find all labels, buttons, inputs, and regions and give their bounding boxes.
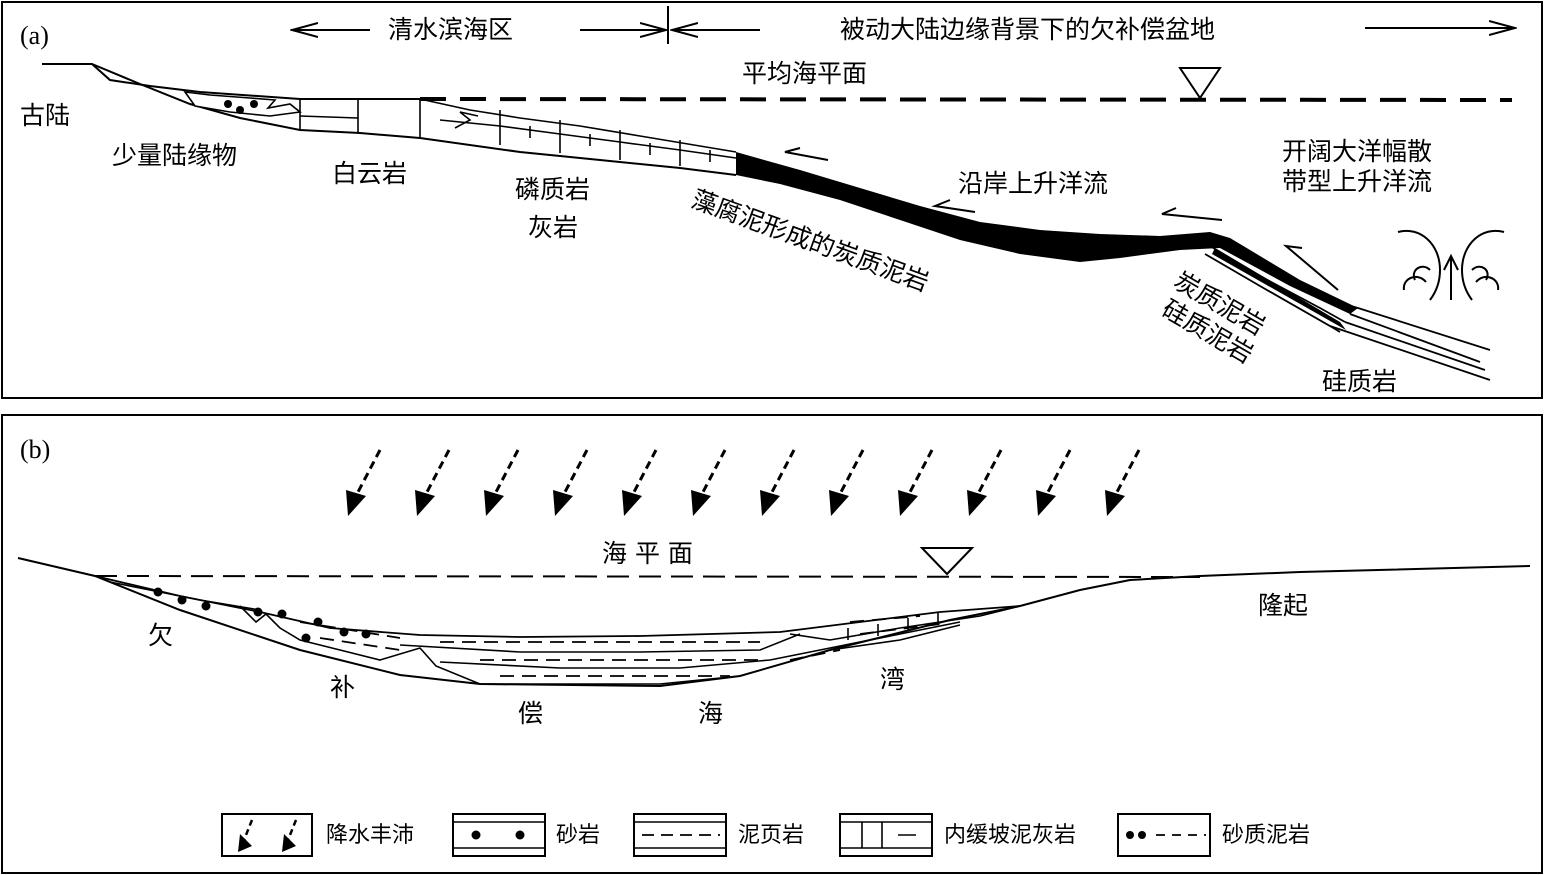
limestone-bench [419,98,737,166]
legend-label-sandstone: 砂岩 [556,823,600,848]
panel-a: (a) 清水滨海区 被动大陆边缘背景下的欠补偿盆地 平均海平面 [1,1,1543,399]
sea-level-triangle-icon [1178,67,1222,100]
legend-item-mud-shale: 泥页岩 [633,813,804,857]
rain-arrow-icon [760,490,780,516]
rain-arrow-icon [282,834,296,852]
half-arrow-icon [784,147,829,161]
rain-stroke [977,449,1003,493]
label-phosphorite: 磷质岩 [515,175,590,204]
panel-a-label: (a) [20,21,49,50]
panel-b: (b) 海 平 面 [1,414,1543,874]
basin-top-fill [94,575,1021,638]
rain-stroke [1046,449,1072,493]
label-coastal-upwelling: 沿岸上升洋流 [958,169,1108,198]
panel-b-frame [1,414,1543,874]
label-open-ocean-upwelling-2: 带型上升洋流 [1282,167,1432,196]
sea-level-line [94,575,1201,578]
rain-arrow-icon [622,490,642,516]
half-arrow-icon [931,199,976,213]
carbonaceous-mudstone-band [736,152,1358,314]
basin-char-1: 欠 [148,621,173,650]
rain-stroke [425,449,451,493]
rain-arrow-icon [1105,490,1125,516]
shelf-base-line [91,63,737,176]
rain-arrow-icon [691,490,711,516]
header-starved-basin: 被动大陆边缘背景下的欠补偿盆地 [840,15,1215,44]
sea-level-label: 海 平 面 [602,539,693,568]
rain-stroke [632,449,658,493]
rain-stroke [770,449,796,493]
basin-char-4: 海 [698,699,723,728]
header-arrows [292,6,1515,44]
basin-floor-line [17,557,1531,688]
precipitation-arrows [346,449,1141,516]
basin-char-2: 补 [330,673,355,702]
legend-label-mud-shale: 泥页岩 [738,823,804,848]
rain-arrow-icon [553,490,573,516]
shelf-surface-line [42,63,420,100]
label-dolomite: 白云岩 [332,159,407,188]
basin-layers [109,581,1021,685]
legend-item-sandy-mudstone: 砂质泥岩 [1117,813,1310,857]
label-siliceous-rock: 硅质岩 [1322,367,1397,396]
basin-char-5: 湾 [880,665,905,694]
rain-arrow-icon [898,490,918,516]
label-open-ocean-upwelling-1: 开阔大洋幅散 [1282,137,1432,166]
label-limestone: 灰岩 [528,213,578,242]
legend-item-precipitation: 降水丰沛 [221,813,414,857]
sandstone-swatch [452,813,546,857]
legend-item-inner-ramp: 内缓坡泥灰岩 [839,813,1076,857]
shale-dashes [299,615,941,677]
divergent-upwelling-icon [1397,229,1505,301]
rain-stroke [356,449,382,493]
ramp-ticks [847,612,939,640]
mean-sea-level-label: 平均海平面 [742,59,867,88]
rain-stroke [839,449,865,493]
panel-b-label: (b) [20,435,50,464]
rain-arrow-icon [967,490,987,516]
terrigenous-wedge [183,90,302,117]
mean-sea-level-line [419,97,1513,102]
legend-label-inner-ramp: 内缓坡泥灰岩 [944,823,1076,848]
inner-ramp-swatch [839,813,933,857]
rain-arrow-icon [484,490,504,516]
sea-level-triangle-icon [919,547,975,576]
sand-dot [250,100,258,108]
label-uplift: 隆起 [1258,591,1308,620]
legend: 降水丰沛 砂岩 泥页岩 [221,813,1310,857]
rain-stroke [563,449,589,493]
panel-a-frame [1,1,1543,399]
legend-label-precipitation: 降水丰沛 [326,823,414,848]
sand-dot [224,100,232,108]
half-arrow-icon [1161,207,1223,221]
rain-arrow-icon [1036,490,1056,516]
basin-char-3: 偿 [518,699,543,728]
legend-label-sandy-mudstone: 砂质泥岩 [1222,823,1310,848]
upwelling-arrows [784,147,1339,291]
precipitation-swatch [221,813,313,857]
rain-arrow-icon [415,490,435,516]
rain-arrow-icon [829,490,849,516]
dolomite-block [299,99,421,138]
label-ancient-land: 古陆 [20,101,70,130]
rain-stroke [1115,449,1141,493]
sand-dots [153,587,371,643]
rain-stroke [701,449,727,493]
header-clear-water-zone: 清水滨海区 [388,15,513,44]
rain-stroke [494,449,520,493]
legend-item-sandstone: 砂岩 [452,813,600,857]
rain-arrow-icon [238,834,252,852]
rain-arrow-icon [346,490,366,516]
half-arrow-icon [1282,244,1339,291]
sand-dot [236,106,244,114]
rain-stroke [908,449,934,493]
label-minor-terrigenous: 少量陆缘物 [112,141,237,170]
lower-black-seam [1212,248,1346,330]
